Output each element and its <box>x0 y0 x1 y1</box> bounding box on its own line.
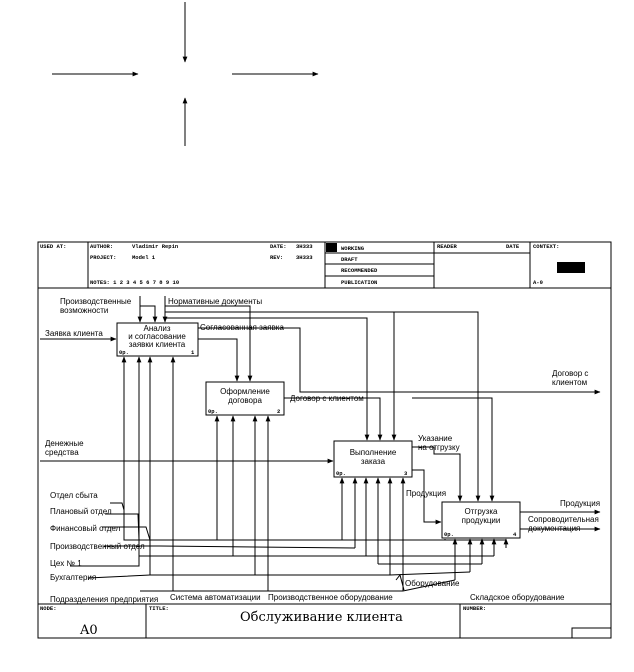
label-oborud: Оборудование <box>405 579 460 588</box>
label-norm-docs: Нормативные документы <box>168 297 262 306</box>
box-2-num: 2 <box>277 408 280 415</box>
label-den-1: Денежные <box>45 439 84 448</box>
label-podrazd: Подразделения предприятия <box>50 595 158 604</box>
status-publication: PUBLICATION <box>341 279 377 286</box>
label-buh: Бухгалтерия <box>50 573 96 582</box>
notes: NOTES: 1 2 3 4 5 6 7 8 9 10 <box>90 279 179 286</box>
activity-box-1: Анализ и согласование заявки клиента 0р.… <box>116 322 199 357</box>
box-1-line-3: заявки клиента <box>129 340 186 349</box>
box-1-num: 1 <box>191 349 195 356</box>
box-4-op: 0р. <box>444 531 454 538</box>
activity-box-2: Оформление договора 0р. 2 <box>205 381 285 416</box>
date-value: ЗНЗЗЗ <box>296 243 313 250</box>
project-value: Model 1 <box>132 254 156 261</box>
label-ukazanie-2: на отгрузку <box>418 443 460 452</box>
label-proizv-otdel: Производственный отдел <box>50 542 145 551</box>
status-working: WORKING <box>341 245 365 252</box>
label-produkciya-out: Продукция <box>560 499 600 508</box>
context-code: A-0 <box>533 279 543 286</box>
number-label: NUMBER: <box>463 605 486 612</box>
label-den-2: средства <box>45 448 79 457</box>
box-2-line-2: договора <box>228 396 262 405</box>
box-1-line-2: и согласование <box>128 332 186 341</box>
label-ceh: Цех № 1 <box>50 559 82 568</box>
box-4-line-1: Отгрузка <box>465 507 499 516</box>
label-produkciya-mid: Продукция <box>406 489 446 498</box>
box-3-num: 3 <box>404 470 408 477</box>
legend-arrows <box>52 2 319 146</box>
label-soprovod-1: Сопроводительная <box>528 515 599 524</box>
label-dogovor-out-1: Договор с <box>552 369 588 378</box>
activity-box-4: Отгрузка продукции 0р. 4 <box>441 501 521 539</box>
label-soglas: Согласованная заявка <box>200 323 284 332</box>
date2-label: DATE <box>506 243 520 250</box>
node-value: A0 <box>79 623 98 638</box>
label-ukazanie-1: Указание <box>418 434 453 443</box>
label-fin-otdel: Финансовый отдел <box>50 524 121 533</box>
title-label: TITLE: <box>149 605 169 612</box>
frame <box>37 241 612 639</box>
box-3-op: 0р. <box>336 470 346 477</box>
label-zayavka: Заявка клиента <box>45 329 103 338</box>
reader-label: READER <box>437 243 458 250</box>
box-1-line-1: Анализ <box>143 324 170 333</box>
activity-box-3: Выполнение заказа 0р. 3 <box>333 440 413 478</box>
label-sklad: Складское оборудование <box>470 593 565 602</box>
box-3-line-1: Выполнение <box>350 448 397 457</box>
label-sys-auto: Система автоматизации <box>170 593 261 602</box>
label-prod-vozm-1: Производственные <box>60 297 132 306</box>
arrows <box>40 296 601 592</box>
status-recommended: RECOMMENDED <box>341 267 378 274</box>
label-otdel-sbyta: Отдел сбыта <box>50 491 98 500</box>
label-proizv-obor: Производственное оборудование <box>268 593 393 602</box>
label-dogovor-out-2: клиентом <box>552 378 587 387</box>
context-box <box>557 262 585 273</box>
author-value: Vladimir Repin <box>132 243 178 250</box>
used-at-label: USED AT: <box>40 243 66 250</box>
rev-label: REV: <box>270 254 283 261</box>
label-soprovod-2: документация <box>528 524 580 533</box>
box-2-line-1: Оформление <box>220 387 270 396</box>
author-label: AUTHOR: <box>90 243 113 250</box>
context-label: CONTEXT: <box>533 243 559 250</box>
rev-value: ЗНЗЗЗ <box>296 254 313 261</box>
working-checkbox <box>326 243 337 252</box>
status-draft: DRAFT <box>341 256 358 263</box>
date-label: DATE: <box>270 243 287 250</box>
box-4-num: 4 <box>513 531 517 538</box>
project-label: PROJECT: <box>90 254 116 261</box>
box-4-line-2: продукции <box>462 516 501 525</box>
box-3-line-2: заказа <box>361 457 386 466</box>
label-prod-vozm-2: возможности <box>60 306 108 315</box>
box-2-op: 0р. <box>208 408 218 415</box>
diagram-title: Обслуживание клиента <box>240 610 403 625</box>
box-1-op: 0р. <box>119 349 129 356</box>
label-dogovor-mid: Договор с клиентом <box>290 394 364 403</box>
node-label: NODE: <box>40 605 57 612</box>
label-plan-otdel: Плановый отдел <box>50 507 112 516</box>
